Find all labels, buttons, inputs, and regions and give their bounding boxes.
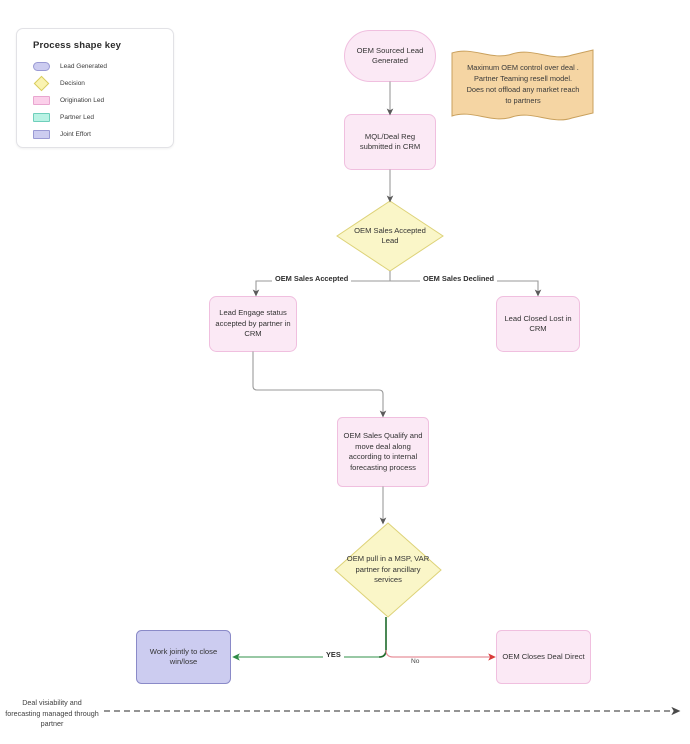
node-decision-pull-partner[interactable]: OEM pull in a MSP, VAR partner for ancil… xyxy=(345,542,431,598)
edge-leadengage-to-qualify xyxy=(252,351,387,418)
legend-swatch-diamond-icon xyxy=(33,75,50,92)
legend-item-joint-effort: Joint Effort xyxy=(33,126,165,143)
legend-label-joint-effort: Joint Effort xyxy=(60,131,91,138)
node-lead-generated[interactable]: OEM Sourced Lead Generated xyxy=(344,30,436,82)
legend-swatch-teal-icon xyxy=(33,113,50,122)
legend-swatch-pink-icon xyxy=(33,96,50,105)
node-lead-generated-label: OEM Sourced Lead Generated xyxy=(356,45,424,66)
banner-note: Maximum OEM control over deal . Partner … xyxy=(452,62,594,106)
banner-line-1: Maximum OEM control over deal . xyxy=(467,63,579,72)
legend-item-decision: Decision xyxy=(33,75,165,92)
banner-line-3: Does not offload any market reach xyxy=(466,85,580,94)
legend-swatch-stadium-icon xyxy=(33,62,50,71)
legend-item-origination-led: Origination Led xyxy=(33,92,165,109)
node-qualify[interactable]: OEM Sales Qualify and move deal along ac… xyxy=(337,417,429,487)
legend-label-lead-generated: Lead Generated xyxy=(60,63,107,70)
banner-shape xyxy=(451,49,594,121)
edge-label-no: No xyxy=(408,658,423,665)
node-closes-direct[interactable]: OEM Closes Deal Direct xyxy=(496,630,591,684)
legend-title: Process shape key xyxy=(33,40,122,51)
node-mql-deal-reg-label: MQL/Deal Reg submitted in CRM xyxy=(359,131,421,152)
edge-label-yes: YES xyxy=(323,650,344,659)
banner-line-4: to partners xyxy=(505,96,541,105)
node-closes-direct-label: OEM Closes Deal Direct xyxy=(502,651,585,661)
node-decision-accepted-label: OEM Sales Accepted Lead xyxy=(354,225,426,246)
node-lead-closed-lost-label: Lead Closed Lost in CRM xyxy=(504,313,572,334)
legend-item-lead-generated: Lead Generated xyxy=(33,58,165,75)
node-work-jointly-label: Work jointly to close win/lose xyxy=(149,646,218,667)
legend-swatch-lavender-icon xyxy=(33,130,50,139)
legend-label-partner-led: Partner Led xyxy=(60,114,94,121)
edge-no-branch xyxy=(385,649,496,661)
node-decision-accepted[interactable]: OEM Sales Accepted Lead xyxy=(352,214,428,258)
legend-label-origination-led: Origination Led xyxy=(60,97,105,104)
node-shape-decision-pull-partner xyxy=(334,522,442,618)
node-qualify-label: OEM Sales Qualify and move deal along ac… xyxy=(343,431,423,472)
node-shape-decision-accepted xyxy=(336,200,444,272)
edge-label-declined: OEM Sales Declined xyxy=(420,274,498,283)
node-lead-closed-lost[interactable]: Lead Closed Lost in CRM xyxy=(496,296,580,352)
footer-caption: Deal visiability and forecasting managed… xyxy=(5,698,99,728)
legend-panel: Process shape key Lead Generated Decisio… xyxy=(16,28,174,148)
legend-label-decision: Decision xyxy=(60,80,85,87)
edge-label-accepted: OEM Sales Accepted xyxy=(272,274,352,283)
node-lead-engage-label: Lead Engage status accepted by partner i… xyxy=(215,308,291,339)
node-lead-engage[interactable]: Lead Engage status accepted by partner i… xyxy=(209,296,297,352)
node-mql-deal-reg[interactable]: MQL/Deal Reg submitted in CRM xyxy=(344,114,436,170)
banner-line-2: Partner Teaming resell model. xyxy=(473,74,573,83)
legend-rows: Lead Generated Decision Origination Led … xyxy=(33,58,165,143)
edge-decision2-stem xyxy=(378,617,387,658)
node-work-jointly[interactable]: Work jointly to close win/lose xyxy=(136,630,231,684)
legend-item-partner-led: Partner Led xyxy=(33,109,165,126)
node-decision-pull-partner-label: OEM pull in a MSP, VAR partner for ancil… xyxy=(346,554,430,585)
